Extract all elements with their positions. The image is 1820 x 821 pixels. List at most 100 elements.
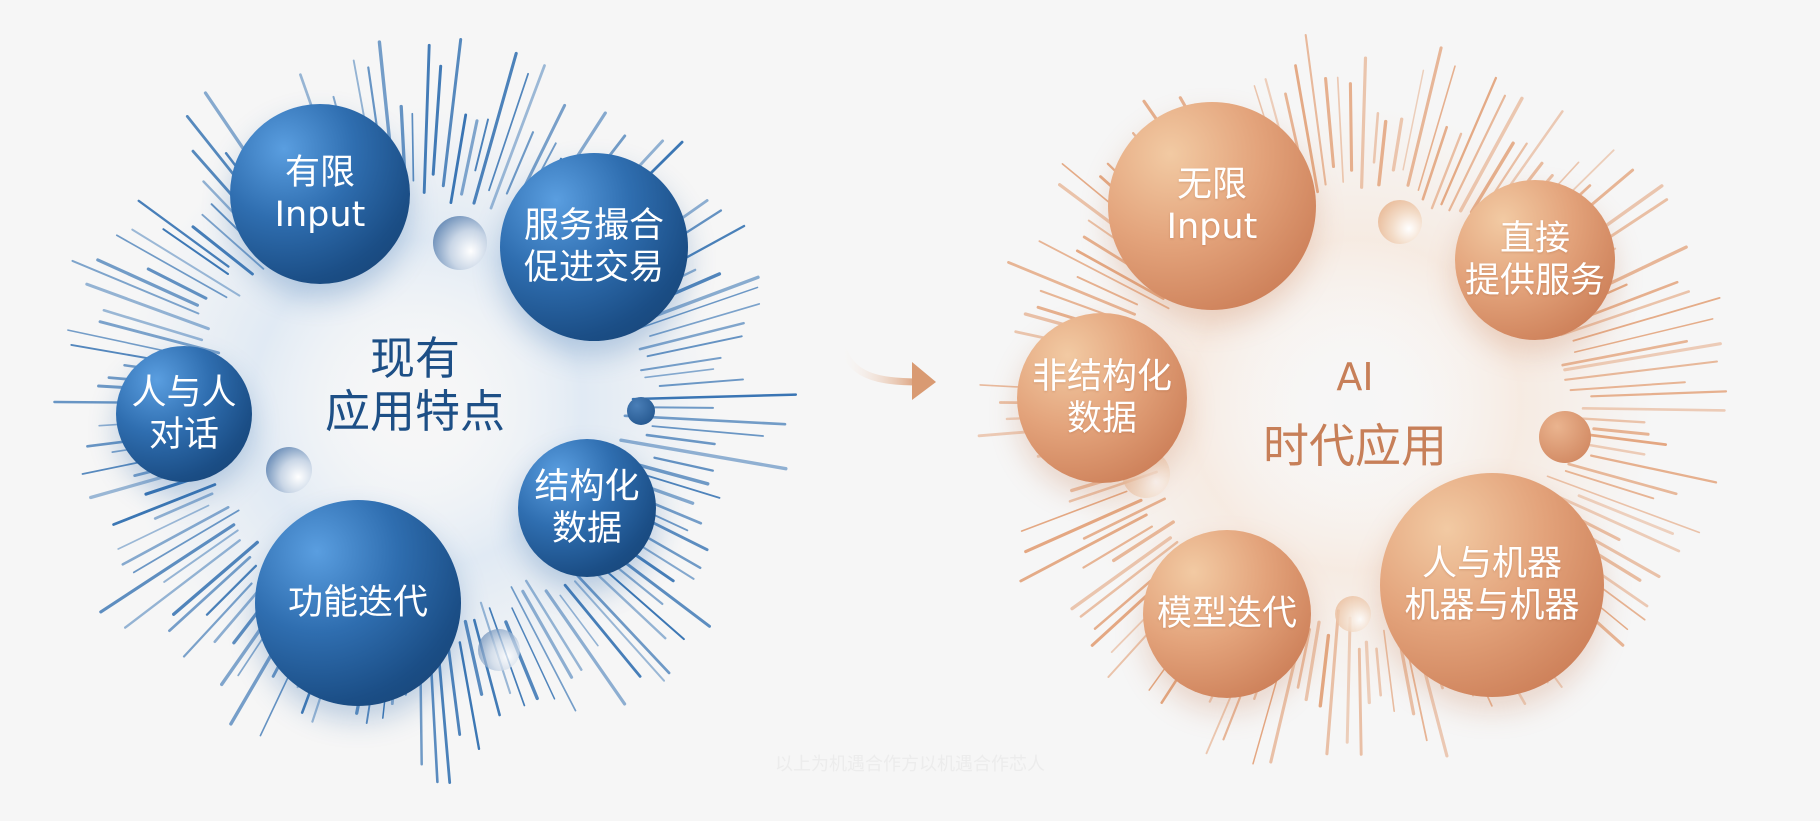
burst-ray	[102, 308, 204, 342]
burst-ray	[1038, 240, 1170, 310]
burst-ray	[460, 119, 479, 196]
burst-ray	[1581, 406, 1726, 412]
burst-ray	[1592, 427, 1650, 436]
decorative-sphere	[1539, 411, 1591, 463]
burst-ray	[1318, 633, 1331, 708]
burst-ray	[1563, 342, 1722, 372]
burst-ray	[559, 594, 599, 647]
burst-ray	[1391, 117, 1404, 172]
burst-ray	[1364, 640, 1371, 705]
burst-ray	[619, 438, 788, 471]
burst-ray	[505, 131, 535, 195]
burst-ray	[568, 566, 671, 675]
burst-ray	[191, 225, 254, 276]
burst-ray	[431, 64, 443, 176]
burst-ray	[1372, 112, 1380, 164]
burst-ray	[1377, 119, 1388, 187]
node-structured-data: 结构化 数据	[518, 439, 656, 577]
burst-ray	[1567, 462, 1678, 496]
burst-ray	[658, 378, 744, 387]
burst-ray	[85, 282, 210, 331]
node-unstructured-data: 非结构化 数据	[1017, 313, 1187, 483]
burst-ray	[172, 540, 259, 616]
burst-ray	[1325, 609, 1340, 756]
burst-ray	[472, 51, 518, 205]
burst-ray	[1359, 56, 1368, 189]
burst-ray	[1019, 513, 1148, 583]
burst-ray	[489, 64, 546, 210]
burst-ray	[1440, 76, 1498, 206]
burst-ray	[1406, 46, 1443, 187]
burst-ray	[563, 583, 642, 678]
burst-ray	[1082, 497, 1166, 540]
burst-ray	[488, 72, 529, 192]
burst-ray	[1079, 540, 1179, 618]
burst-ray	[1007, 260, 1136, 316]
burst-ray	[653, 456, 714, 472]
burst-ray	[1375, 647, 1382, 697]
burst-ray	[411, 112, 415, 182]
burst-ray	[1458, 96, 1524, 213]
burst-ray	[631, 393, 798, 401]
burst-ray	[544, 589, 627, 706]
burst-ray	[640, 356, 722, 372]
burst-ray	[112, 483, 217, 526]
burst-ray	[1469, 141, 1515, 214]
burst-ray	[1590, 390, 1728, 398]
burst-ray	[153, 492, 214, 520]
burst-ray	[521, 589, 574, 679]
burst-ray	[474, 118, 489, 172]
burst-ray	[1569, 381, 1686, 392]
node-unlimited-input: 无限 Input	[1108, 102, 1316, 310]
burst-ray	[71, 259, 200, 315]
burst-ray	[1564, 470, 1655, 500]
burst-ray	[205, 564, 258, 616]
decorative-sphere	[627, 397, 655, 425]
burst-ray	[449, 113, 468, 205]
burst-ray	[1560, 290, 1690, 337]
burst-ray	[1430, 132, 1463, 210]
burst-ray	[1448, 94, 1507, 212]
burst-ray	[1111, 520, 1175, 563]
burst-ray	[1336, 76, 1345, 183]
burst-ray	[511, 607, 556, 700]
burst-ray	[1590, 454, 1718, 484]
burst-ray	[1546, 475, 1701, 534]
burst-ray	[458, 641, 481, 750]
decorative-sphere	[266, 447, 312, 493]
burst-ray	[646, 335, 743, 358]
burst-ray	[1577, 494, 1674, 535]
burst-ray	[117, 504, 210, 550]
node-human-machine: 人与机器 机器与机器	[1380, 473, 1604, 697]
burst-ray	[1421, 125, 1448, 201]
burst-ray	[1564, 360, 1718, 381]
burst-ray	[131, 228, 241, 297]
burst-ray	[168, 555, 252, 633]
burst-ray	[574, 580, 665, 682]
burst-ray	[1294, 64, 1319, 194]
left-center-title: 现有 应用特点	[324, 332, 505, 439]
burst-ray	[1024, 498, 1143, 554]
decorative-sphere	[433, 216, 487, 270]
burst-ray	[1357, 647, 1363, 756]
burst-ray	[510, 586, 577, 712]
burst-ray	[1543, 489, 1681, 553]
burst-ray	[96, 258, 199, 307]
node-limited-input: 有限 Input	[230, 104, 410, 284]
burst-ray	[644, 368, 715, 379]
burst-ray	[651, 425, 764, 437]
burst-ray	[1296, 628, 1312, 689]
node-model-iteration: 模型迭代	[1143, 530, 1311, 698]
right-title-main: 时代应用	[1263, 418, 1447, 473]
burst-ray	[1082, 525, 1154, 569]
burst-ray	[638, 321, 745, 351]
burst-ray	[1304, 620, 1321, 702]
burst-ray	[1070, 536, 1173, 611]
burst-ray	[1383, 629, 1395, 713]
burst-ray	[1417, 65, 1456, 191]
burst-ray	[441, 38, 463, 188]
node-direct-service: 直接 提供服务	[1455, 180, 1615, 340]
node-feature-iteration: 功能迭代	[255, 500, 461, 706]
burst-ray	[121, 505, 230, 566]
